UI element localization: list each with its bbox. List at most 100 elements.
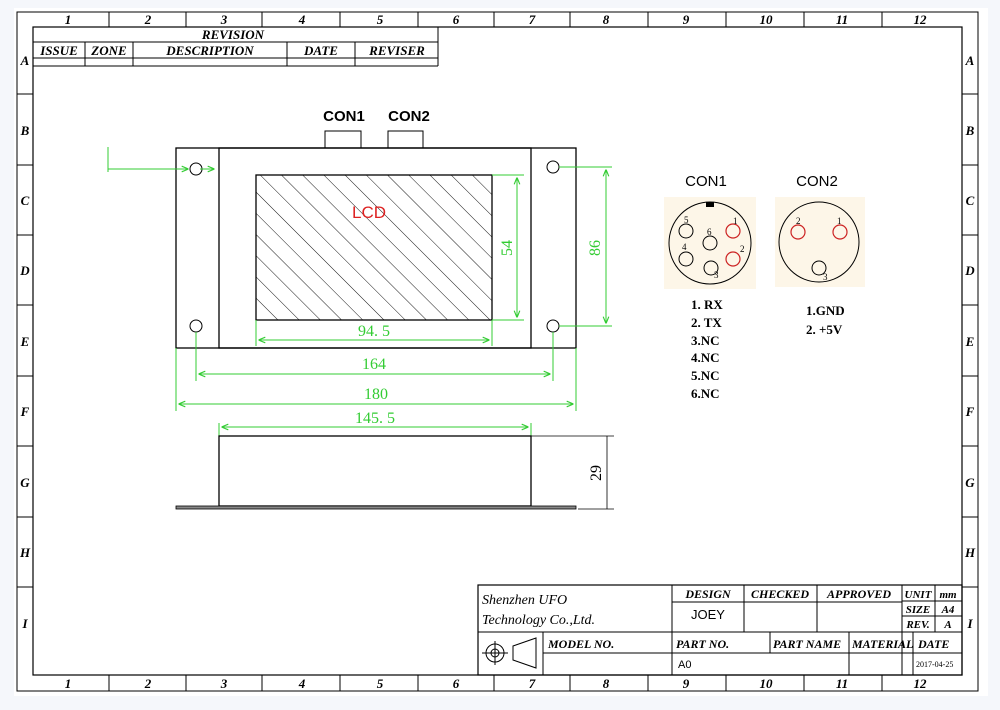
- con2-pin-desc-1: 1.GND: [806, 303, 845, 318]
- zone-column-label: 1: [65, 676, 72, 691]
- zone-column-label: 5: [377, 12, 384, 27]
- date-value: 2017-04-25: [916, 660, 953, 669]
- zone-column-label: 6: [453, 676, 460, 691]
- con1-pin-2: [725, 251, 741, 267]
- con1-pin-desc-4: 4.NC: [691, 350, 720, 365]
- zone-row-label: A: [965, 53, 975, 68]
- zone-row-label: G: [20, 475, 30, 490]
- side-board: [175, 505, 577, 510]
- model-no-label: MODEL NO.: [547, 637, 614, 651]
- con1-key: [706, 202, 714, 207]
- con1-label: CON1: [323, 108, 365, 125]
- con1-pin-desc-6: 6.NC: [691, 386, 720, 401]
- zone-row-label: H: [19, 545, 31, 560]
- zone-column-label: 7: [529, 676, 536, 691]
- con1-pin-num-2: 2: [740, 244, 745, 254]
- con2-pin-desc-2: 2. +5V: [806, 322, 843, 337]
- con1-pin-3: [703, 260, 719, 276]
- con2-pin-num-3: 3: [823, 272, 828, 282]
- con1-pin-num-5: 5: [684, 215, 689, 225]
- revision-header-issue: ISSUE: [39, 43, 78, 58]
- unit-value: mm: [939, 589, 957, 601]
- zone-column-label: 9: [683, 12, 690, 27]
- con1-title: CON1: [685, 173, 727, 190]
- con1-pin-num-1: 1: [733, 216, 738, 226]
- zone-row-label: B: [20, 123, 30, 138]
- date-label: DATE: [917, 637, 949, 651]
- zone-column-label: 10: [760, 676, 774, 691]
- size-value: A4: [941, 604, 955, 616]
- dim-hole-spacing-text: 164: [362, 356, 386, 373]
- con1-pin-desc-5: 5.NC: [691, 368, 720, 383]
- con2-bg: [775, 197, 865, 287]
- zone-column-label: 4: [298, 676, 306, 691]
- con1-pin-desc-1: 1. RX: [691, 297, 723, 312]
- projection-symbol: [482, 637, 537, 669]
- dimensions: [107, 147, 612, 436]
- design-label: DESIGN: [684, 587, 732, 601]
- zone-column-label: 7: [529, 12, 536, 27]
- con2-pin-2: [790, 224, 806, 240]
- con2-pin-num-2: 2: [796, 216, 801, 226]
- zone-column-label: 8: [603, 12, 610, 27]
- front-view: CON1 CON2 LCD: [175, 108, 577, 349]
- side-view: 29: [175, 435, 614, 510]
- title-block: Shenzhen UFO Technology Co.,Ltd. DESIGN …: [477, 584, 963, 676]
- zone-row-label: F: [965, 404, 975, 419]
- dim-side-height-text: 29: [588, 465, 605, 481]
- zone-column-label: 2: [144, 12, 152, 27]
- zone-row-label: G: [965, 475, 975, 490]
- con1-pin-num-4: 4: [682, 242, 687, 252]
- zone-row-label: F: [20, 404, 30, 419]
- display-bezel: [218, 147, 532, 349]
- dim-lcd-width-text: 94. 5: [358, 323, 390, 340]
- con1-pinout: CON1 1 2 3 4 5 6 1. RX 2. TX 3.NC 4.NC 5…: [664, 173, 756, 401]
- zone-column-label: 11: [836, 12, 848, 27]
- zone-column-label: 10: [760, 12, 774, 27]
- zone-column-label: 11: [836, 676, 848, 691]
- con2-pinout: CON2 1 2 3 1.GND 2. +5V: [775, 173, 865, 337]
- part-no-value: A0: [678, 659, 691, 671]
- size-label: SIZE: [906, 604, 930, 616]
- revision-header-reviser: REVISER: [368, 43, 425, 58]
- con1-pin-1: [725, 223, 741, 239]
- revision-header-zone: ZONE: [90, 43, 127, 58]
- zone-column-label: 1: [65, 12, 72, 27]
- con2-shell: [778, 201, 860, 283]
- dimension-texts: 54 86 94. 5 164 180 145. 5: [355, 240, 604, 427]
- company-name-line1: Shenzhen UFO: [482, 593, 567, 608]
- rev-label: REV.: [905, 619, 930, 631]
- zone-column-label: 3: [220, 676, 228, 691]
- con2-pin-num-1: 1: [837, 216, 842, 226]
- revision-header-date: DATE: [303, 43, 338, 58]
- designer-name: JOEY: [691, 607, 725, 622]
- zone-column-label: 5: [377, 676, 384, 691]
- company-name-line2: Technology Co.,Ltd.: [482, 613, 595, 628]
- con1-pin-num-3: 3: [714, 270, 719, 280]
- zone-column-label: 8: [603, 676, 610, 691]
- unit-label: UNIT: [905, 589, 933, 601]
- part-name-label: PART NAME: [773, 637, 841, 651]
- dim-overall-width-text: 180: [364, 386, 388, 403]
- approved-label: APPROVED: [826, 587, 891, 601]
- lcd-label: LCD: [352, 203, 386, 222]
- zone-row-label: A: [20, 53, 30, 68]
- dim-lcd-height-text: 54: [499, 240, 516, 256]
- revision-table: REVISION ISSUE ZONE DESCRIPTION DATE REV…: [33, 27, 439, 67]
- zone-row-label: E: [20, 334, 30, 349]
- checked-label: CHECKED: [751, 587, 809, 601]
- zone-column-label: 2: [144, 676, 152, 691]
- dim-side-width-text: 145. 5: [355, 410, 395, 427]
- con1-pin-5: [678, 223, 694, 239]
- zone-column-label: 12: [914, 12, 928, 27]
- zone-row-label: I: [966, 616, 973, 631]
- con1-pin-6: [702, 235, 718, 251]
- revision-header-description: DESCRIPTION: [165, 43, 254, 58]
- zone-row-label: B: [965, 123, 975, 138]
- con1-bg: [664, 197, 756, 289]
